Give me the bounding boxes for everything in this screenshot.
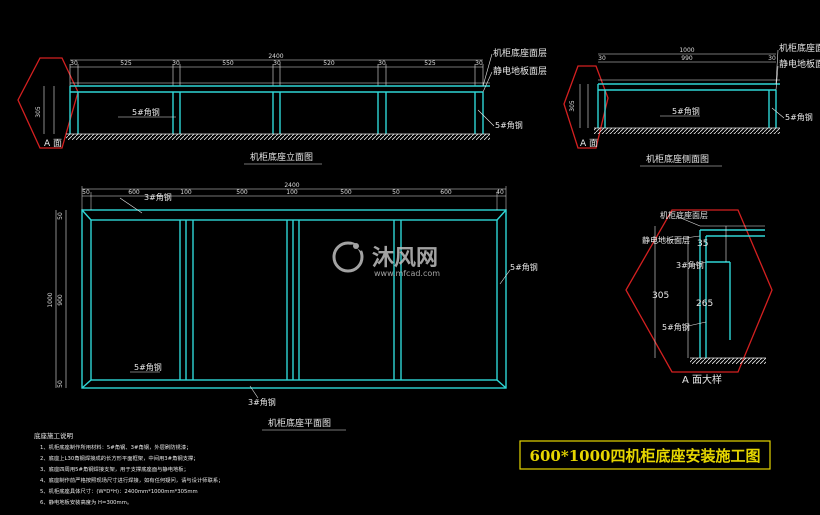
plan-label-right-angle: 5#角钢 (510, 262, 538, 272)
side-label-mid-angle: 5#角钢 (672, 106, 700, 116)
elev-dim-9: 30 (475, 60, 483, 67)
plan-label-top-angle: 3#角钢 (144, 192, 172, 202)
detail-dim-35: 35 (697, 239, 708, 249)
elev-dim-3: 30 (172, 60, 180, 67)
watermark-logo-icon (332, 241, 364, 273)
elev-caption: 机柜底座立面图 (250, 151, 313, 163)
elev-total-dim: 2400 (268, 53, 283, 60)
elev-height-dim: 305 (35, 106, 42, 118)
plan-label-inner-angle: 5#角钢 (134, 362, 162, 372)
detail-label-angle3: 3#角钢 (676, 260, 704, 270)
plan-view: 2400 50 600 100 500 100 500 50 600 40 10… (47, 182, 538, 431)
elev-dim-6: 520 (323, 60, 335, 67)
detail-a-view: 机柜底座面层 静电地板面层 3#角钢 5#角钢 35 305 265 A 面大样 (625, 209, 773, 386)
elev-dim-1: 30 (70, 60, 78, 67)
plan-total-dim: 2400 (284, 182, 299, 189)
elev-label-top: 机柜底座面层 (493, 47, 547, 59)
detail-hexagon (625, 209, 773, 373)
detail-label-top: 机柜底座面层 (660, 210, 708, 220)
detail-dim-265: 265 (696, 299, 713, 309)
notes-item-3: 3、底座四周用5#角钢焊接支架，用于支撑底座面与静电地板； (40, 465, 189, 473)
notes-heading: 底座施工说明 (34, 431, 74, 440)
notes-item-4: 4、底座制作前严格按照现场尺寸进行焊接，如有任何疑问，请与设计师联系； (40, 476, 223, 484)
notes-item-6: 6、静电地板安装高度为 H=300mm。 (40, 498, 132, 506)
title-block: 600*1000四机柜底座安装施工图 (519, 440, 771, 470)
plan-dim-4: 500 (236, 189, 248, 196)
elevation-view: 2400 30 525 30 550 30 520 30 525 30 305 (17, 47, 547, 165)
plan-side-total: 1000 (47, 292, 54, 307)
side-height-dim: 305 (569, 100, 576, 112)
plan-side-dim-3: 50 (57, 380, 64, 388)
elev-dim-8: 525 (424, 60, 436, 67)
plan-dim-5: 100 (286, 189, 298, 196)
side-dim-2: 990 (681, 55, 693, 62)
plan-dim-7: 50 (392, 189, 400, 196)
plan-side-dim-1: 50 (57, 212, 64, 220)
elev-label-right-angle: 5#角钢 (495, 120, 523, 130)
side-label-right-angle: 5#角钢 (785, 112, 813, 122)
watermark: 沐风网 www.mfcad.com (332, 241, 440, 278)
plan-dim-2: 600 (128, 189, 140, 196)
detail-label-angle5: 5#角钢 (662, 322, 690, 332)
elev-label-floor: 静电地板面层 (493, 65, 547, 77)
plan-caption: 机柜底座平面图 (268, 417, 331, 429)
side-label-top: 机柜底座面层 (779, 42, 820, 54)
section-hexagon-side (563, 65, 609, 149)
notes-item-1: 1、机柜底座制作所用材料：5#角钢、3#角钢，外层刷防锈漆； (40, 443, 191, 451)
elev-dim-2: 525 (120, 60, 132, 67)
elev-dim-7: 30 (378, 60, 386, 67)
plan-dim-1: 50 (82, 189, 90, 196)
watermark-text: 沐风网 (372, 246, 438, 271)
plan-label-bottom-angle: 3#角钢 (248, 397, 276, 407)
side-dim-3: 30 (768, 55, 776, 62)
elev-label-left-angle: 5#角钢 (132, 107, 160, 117)
plan-side-dim-2: 900 (57, 294, 64, 306)
plan-dim-6: 500 (340, 189, 352, 196)
plan-dim-3: 100 (180, 189, 192, 196)
elev-section-mark: A 面 (44, 138, 62, 149)
elev-dim-4: 550 (222, 60, 234, 67)
side-view: 1000 30 990 30 305 机柜底座面层 静电地板面层 5#角钢 5#… (563, 42, 820, 167)
detail-dim-305: 305 (652, 291, 669, 301)
detail-label-floor: 静电地板面层 (642, 235, 690, 245)
side-caption: 机柜底座侧面图 (646, 153, 709, 165)
notes-item-2: 2、底座上L30角钢焊接成的长方形平面框架，中间用3#角钢支撑； (40, 454, 199, 462)
side-dim-1: 30 (598, 55, 606, 62)
section-hexagon-a (17, 57, 79, 149)
plan-dim-9: 40 (496, 189, 504, 196)
elev-dim-5: 30 (273, 60, 281, 67)
plan-dim-8: 600 (440, 189, 452, 196)
side-label-floor: 静电地板面层 (779, 58, 820, 70)
detail-caption: A 面大样 (682, 373, 722, 386)
watermark-url: www.mfcad.com (374, 269, 440, 278)
side-total-dim: 1000 (679, 47, 694, 54)
side-section-mark: A 面 (580, 138, 598, 149)
notes-item-5: 5、机柜底座具体尺寸：(W*D*H)：2400mm*1000mm*305mm (40, 487, 198, 495)
construction-notes: 底座施工说明 1、机柜底座制作所用材料：5#角钢、3#角钢，外层刷防锈漆； 2、… (34, 431, 223, 506)
drawing-title: 600*1000四机柜底座安装施工图 (530, 447, 761, 465)
